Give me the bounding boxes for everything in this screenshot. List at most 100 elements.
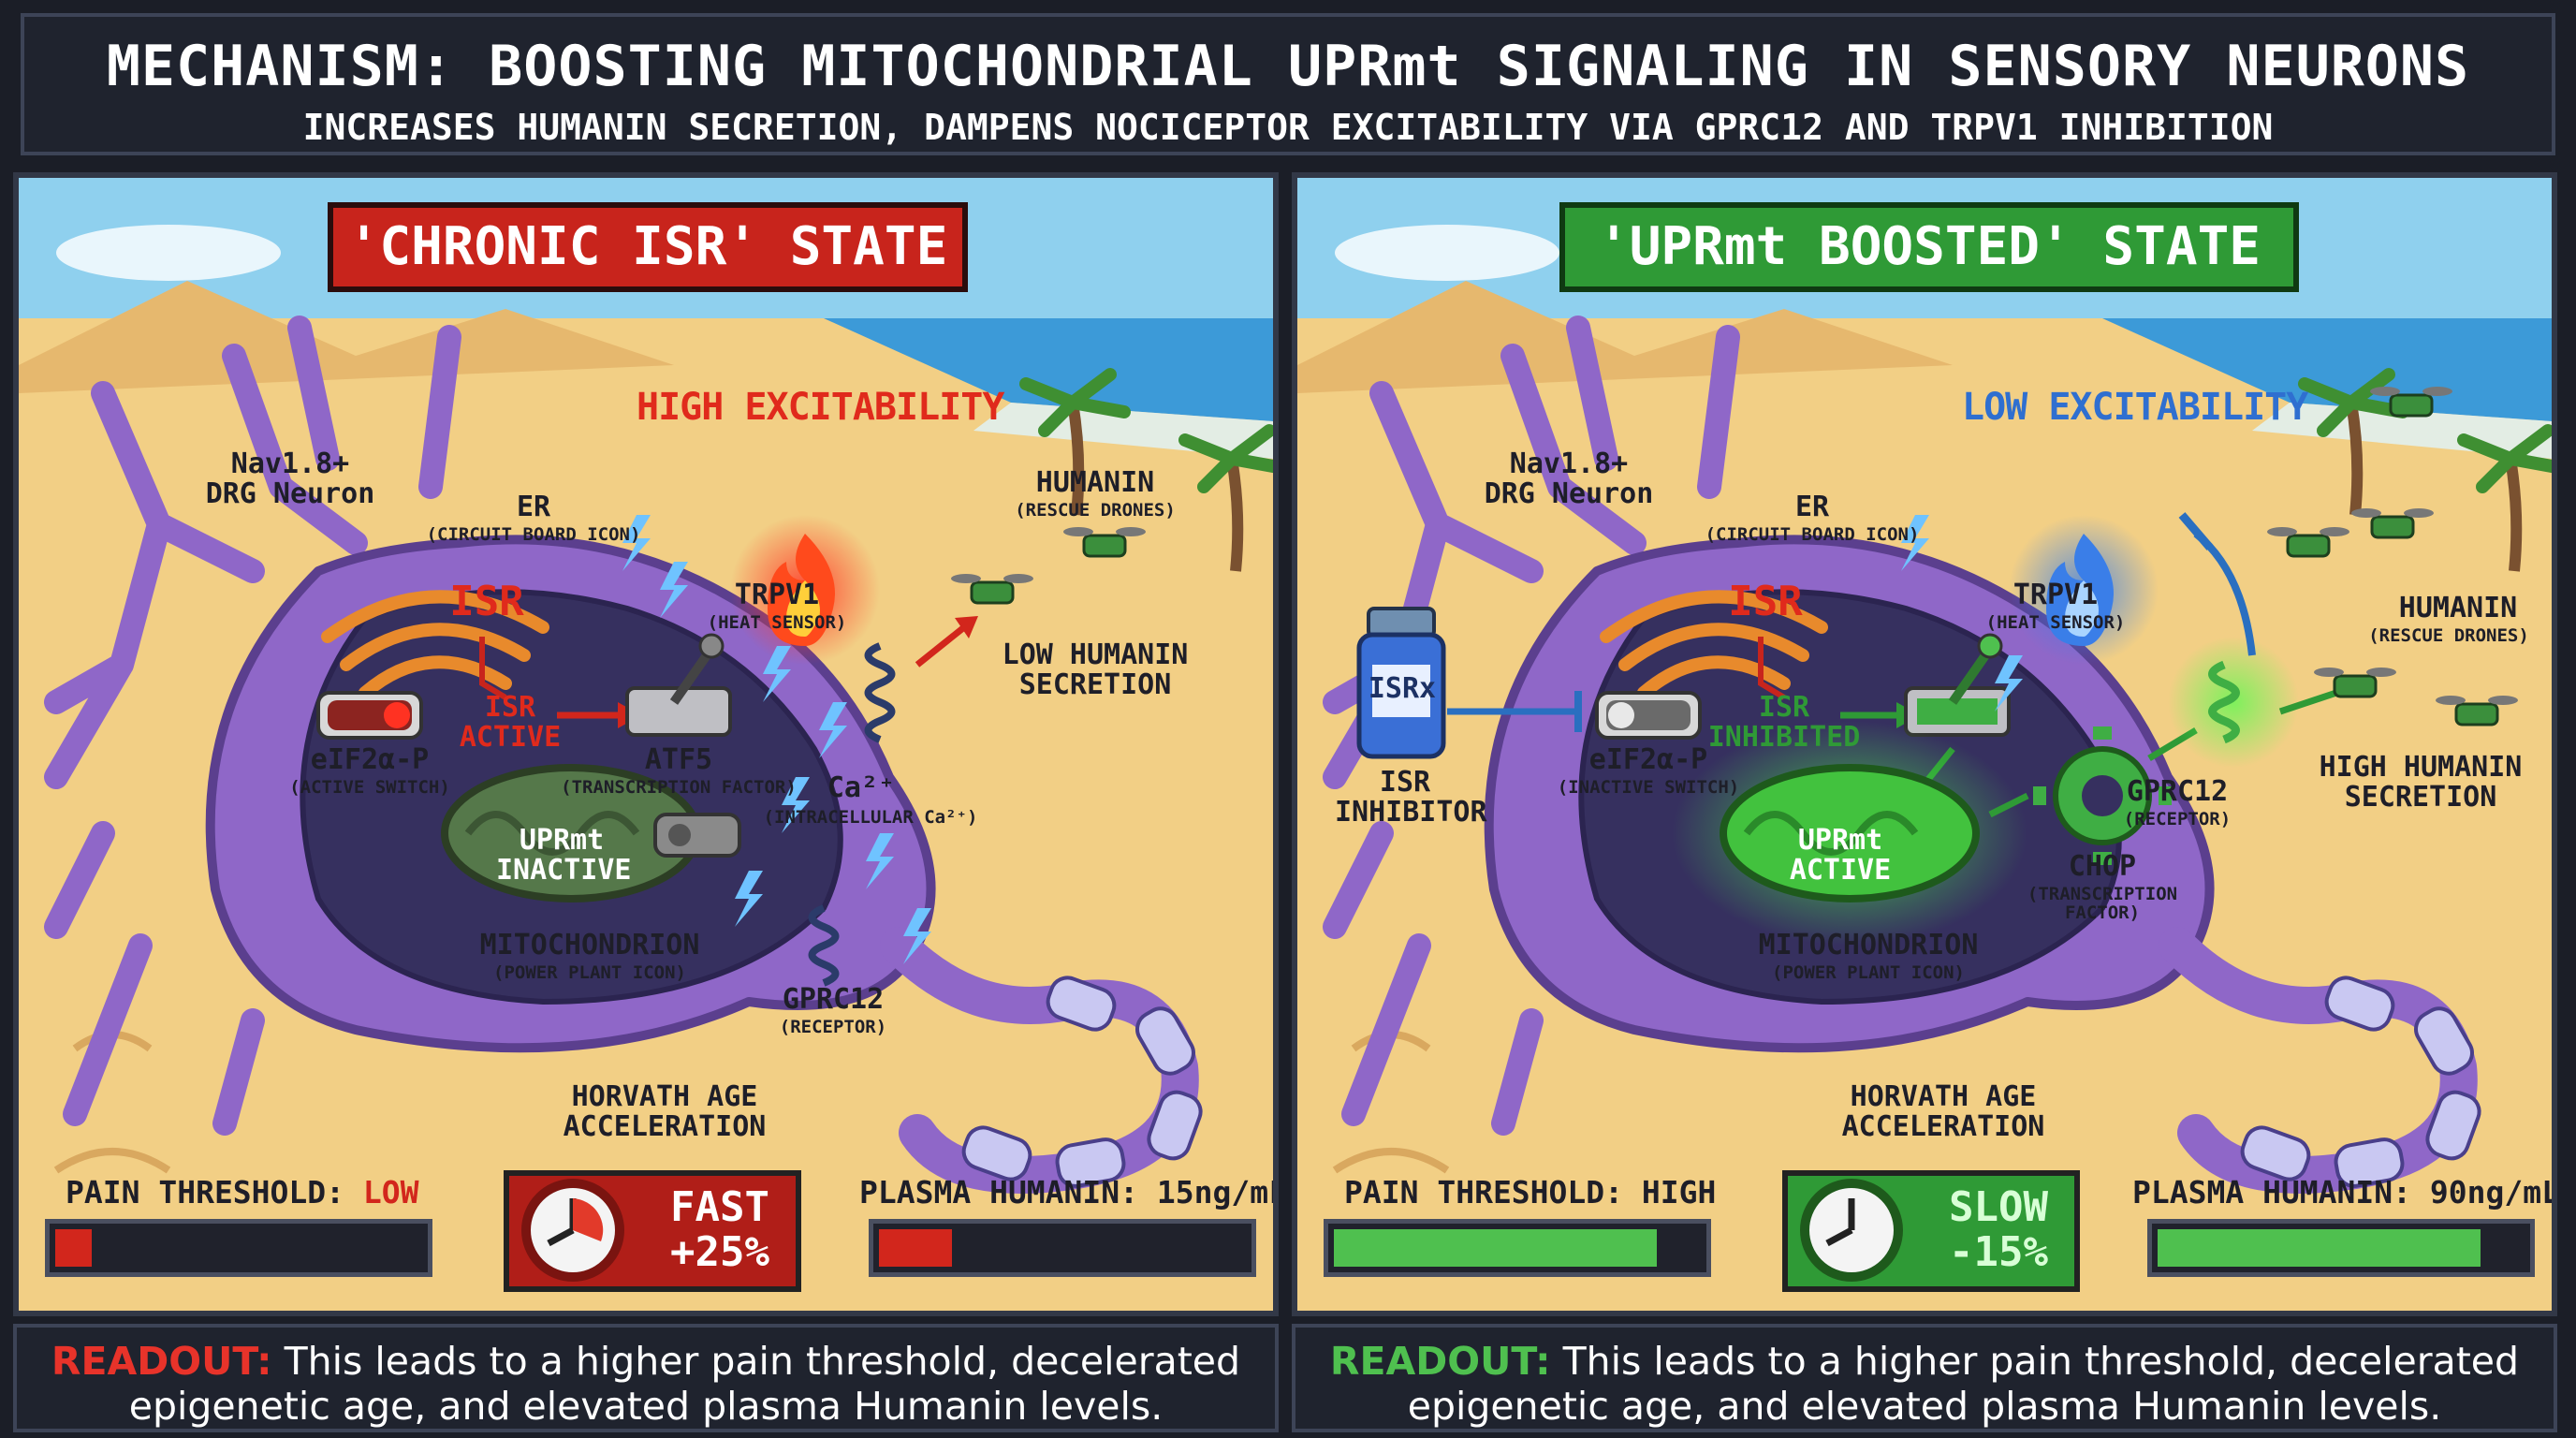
readout-label: READOUT: <box>1329 1339 1551 1384</box>
palm-tree-icon <box>1178 424 1273 572</box>
eif2a-switch <box>316 691 423 740</box>
myelin-sheath <box>961 976 1203 1188</box>
pain-threshold-label: PAIN THRESHOLD: LOW <box>66 1174 419 1211</box>
gprc12-note: (RECEPTOR) <box>779 1017 887 1037</box>
trpv1-note: (HEAT SENSOR) <box>1985 612 2126 633</box>
trpv1-label: TRPV1 <box>2012 579 2099 611</box>
eif2a-switch <box>1595 691 1702 740</box>
right-scene-art <box>1297 178 2552 1311</box>
isr-connector <box>1758 637 1786 700</box>
humanin-label: HUMANIN <box>1035 466 1155 499</box>
page-title: MECHANISM: BOOSTING MITOCHONDRIAL UPRmt … <box>106 34 2470 99</box>
chop-gear-icon <box>2033 726 2172 865</box>
gprc12-note: (RECEPTOR) <box>2123 809 2232 829</box>
drone-icon <box>2351 508 2434 539</box>
clock-text: FAST+25% <box>670 1183 769 1276</box>
readout-label: READOUT: <box>51 1339 272 1384</box>
mitochondrion-note: (POWER PLANT ICON) <box>1772 962 1965 983</box>
cloud <box>56 225 281 281</box>
horvath-clock: SLOW-15% <box>1782 1170 2080 1292</box>
fire-flame-icon <box>768 534 835 646</box>
clock-text: SLOW-15% <box>1949 1183 2048 1276</box>
er-note: (CIRCUIT BOARD ICON) <box>426 524 641 545</box>
mitochondrion-organelle <box>1720 764 1980 902</box>
horvath-clock: FAST+25% <box>504 1170 801 1292</box>
arrow-to-humanin <box>915 624 967 668</box>
plasma-humanin-fill <box>879 1229 952 1267</box>
isr-label: ISR <box>449 578 524 625</box>
pain-threshold-bar <box>1324 1219 1711 1277</box>
mitochondrion-note: (POWER PLANT ICON) <box>493 962 686 983</box>
eif-label: eIF2α-P <box>1588 743 1708 776</box>
state-banner: 'CHRONIC ISR' STATE <box>328 202 968 292</box>
sea <box>824 318 1273 421</box>
pain-threshold-label: PAIN THRESHOLD: HIGH <box>1344 1174 1717 1211</box>
humanin-note: (RESCUE DRONES) <box>1015 500 1176 521</box>
drone-icon <box>2314 668 2396 698</box>
arrow-mito-to-chop <box>1988 792 2029 818</box>
gprc12-receptor-icon <box>2208 660 2240 744</box>
isr-inhibitor-vial-icon <box>1356 607 1446 759</box>
plasma-humanin-fill <box>2158 1229 2481 1267</box>
drone-icon <box>2267 527 2349 558</box>
eif-note: (INACTIVE SWITCH) <box>1557 777 1740 798</box>
mitochondrion-label: MITOCHONDRION <box>479 929 700 961</box>
er-note: (CIRCUIT BOARD ICON) <box>1705 524 1920 545</box>
drone-icon <box>2370 387 2452 418</box>
pain-threshold-fill <box>55 1229 92 1267</box>
humanin-label: HUMANIN <box>2398 592 2518 624</box>
plasma-humanin-bar <box>869 1219 1256 1277</box>
readout-text: READOUT: This leads to a higher pain thr… <box>1295 1339 2554 1429</box>
eif-label: eIF2α-P <box>310 743 430 776</box>
drone-icon <box>1063 527 1146 558</box>
state-banner: 'UPRmt BOOSTED' STATE <box>1559 202 2299 292</box>
atf5-note: (TRANSCRIPTION FACTOR) <box>561 777 797 798</box>
readout-body: This leads to a higher pain threshold, d… <box>1407 1339 2520 1429</box>
clock-icon <box>1800 1179 1903 1282</box>
calcium-lightning-icons <box>1901 515 2023 712</box>
er-organelle <box>321 590 549 699</box>
calcium-label: Ca²⁺ <box>827 771 896 804</box>
neuron-label: Nav1.8+DRG Neuron <box>205 448 375 510</box>
eif-note: (ACTIVE SWITCH) <box>289 777 450 798</box>
pain-threshold-fill <box>1334 1229 1657 1267</box>
dune <box>19 281 674 393</box>
atf5-label: ATF5 <box>644 743 713 776</box>
chronic-isr-panel: 'CHRONIC ISR' STATE HIGH EXCITABILITY Na… <box>13 172 1279 1316</box>
trpv1-label: TRPV1 <box>734 579 820 611</box>
uprmt-boosted-panel: 'UPRmt BOOSTED' STATE LOW EXCITABILITY N… <box>1292 172 2557 1316</box>
isr-label: ISR <box>1728 578 1803 625</box>
plasma-humanin-bar <box>2147 1219 2535 1277</box>
drone-icon <box>951 574 1033 605</box>
readout-left: READOUT: This leads to a higher pain thr… <box>13 1324 1279 1432</box>
dune <box>1297 281 1953 393</box>
excitability-label: HIGH EXCITABILITY <box>637 386 1004 429</box>
page-subtitle: INCREASES HUMANIN SECRETION, DAMPENS NOC… <box>302 107 2274 148</box>
neuron-label: Nav1.8+DRG Neuron <box>1484 448 1654 510</box>
myelin-sheath <box>2240 976 2481 1188</box>
gprc12-label: GPRC12 <box>782 983 885 1016</box>
gprc12-receptor-icon <box>808 904 840 987</box>
plasma-humanin-label: PLASMA HUMANIN: 90ng/mL <box>2132 1174 2557 1211</box>
lever-switch-icon <box>1904 633 2011 737</box>
arrow-to-humanin <box>2278 689 2338 715</box>
palm-tree-icon <box>1019 368 1131 516</box>
er-label: ER <box>516 491 551 523</box>
calcium-note: (INTRACELLULAR Ca²⁺) <box>763 807 978 828</box>
cloud <box>1335 225 1559 281</box>
palm-tree-icon <box>2298 368 2409 516</box>
vial-label: ISRx <box>1368 672 1437 705</box>
clock-icon <box>521 1179 624 1282</box>
er-label: ER <box>1794 491 1830 523</box>
gprc12-label: GPRC12 <box>2126 775 2229 808</box>
readout-right: READOUT: This leads to a higher pain thr… <box>1292 1324 2557 1432</box>
humanin-note: (RESCUE DRONES) <box>2368 625 2529 646</box>
pain-threshold-bar <box>45 1219 432 1277</box>
mitochondrion-label: MITOCHONDRION <box>1758 929 1979 961</box>
